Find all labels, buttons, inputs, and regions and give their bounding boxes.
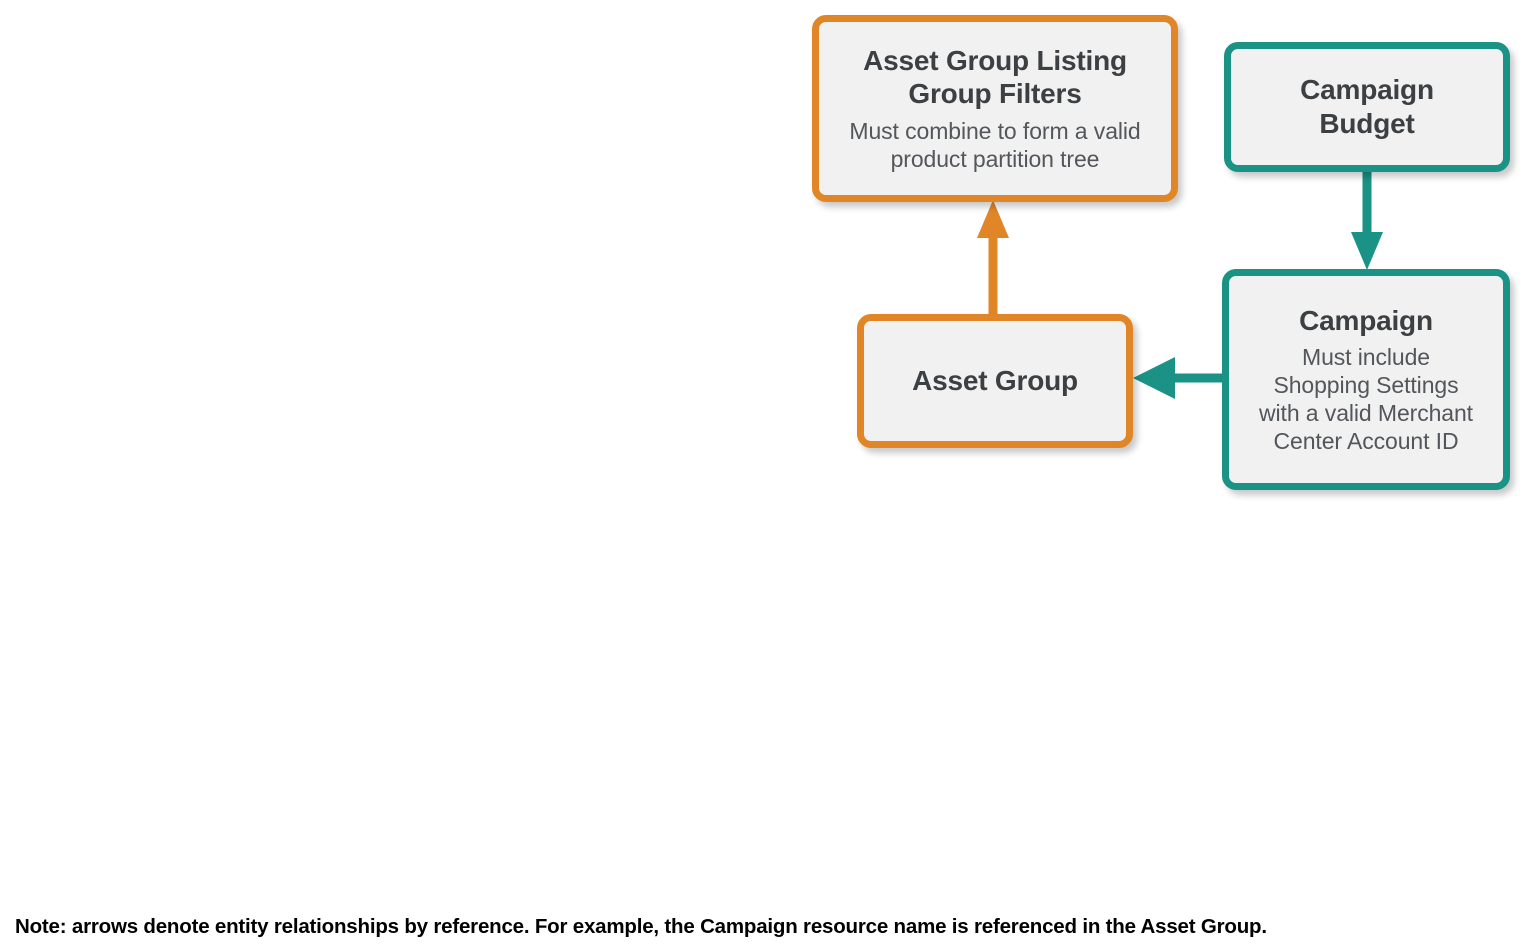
edge-campaign-budget-to-campaign <box>1351 170 1383 270</box>
diagram-note: Note: arrows denote entity relationships… <box>15 915 1267 938</box>
node-asset-group[interactable]: Asset Group <box>857 314 1133 448</box>
node-title: Campaign <box>1299 304 1433 336</box>
edge-campaign-to-asset-group <box>1133 357 1224 399</box>
edge-asset-group-to-listing-group-filters <box>977 200 1009 316</box>
node-title: Asset Group <box>912 365 1078 397</box>
